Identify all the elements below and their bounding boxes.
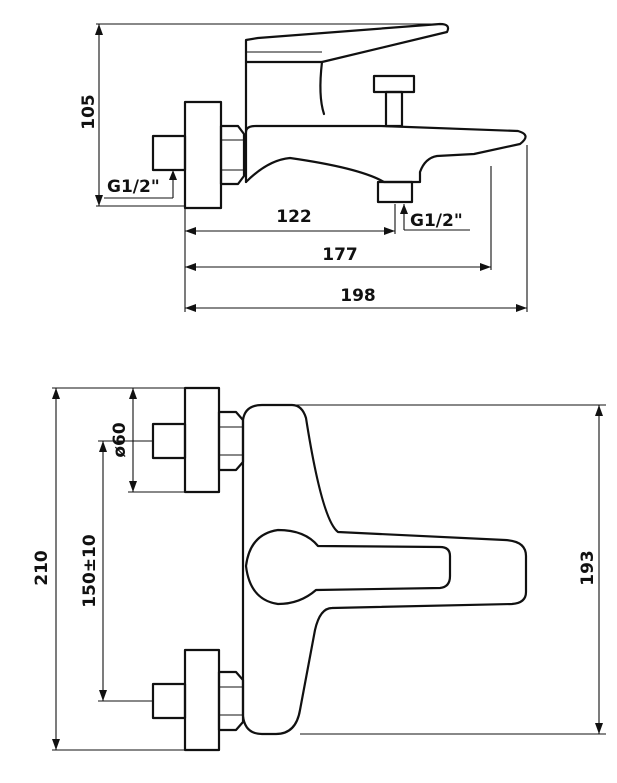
- side-inlet-stub: [151, 134, 187, 172]
- top-lever-handle: [244, 528, 452, 606]
- dim-150-label: 150±10: [80, 534, 100, 608]
- dim-210-label: 210: [32, 550, 52, 586]
- top-view: 210 ø60 150±10 193: [32, 386, 606, 752]
- side-wall-plate: [183, 100, 223, 210]
- dim-122-label: 122: [276, 207, 312, 227]
- dim-177-label: 177: [322, 245, 358, 265]
- top-lower-inlet-stub: [151, 682, 187, 720]
- dim-193-label: 193: [578, 550, 598, 586]
- top-body-outline: [241, 403, 528, 736]
- top-upper-nut: [217, 410, 245, 472]
- side-outlet: [376, 180, 414, 204]
- side-lever: [244, 22, 450, 64]
- top-upper-inlet-stub: [151, 422, 187, 460]
- side-diverter-knob: [372, 74, 416, 94]
- dim-height-label: 105: [79, 94, 99, 130]
- dim-o60-label: ø60: [110, 422, 130, 458]
- side-diverter-stem: [384, 90, 404, 128]
- side-nut: [219, 124, 246, 186]
- inlet-thread-label: G1/2": [107, 177, 160, 197]
- dim-198-label: 198: [340, 286, 376, 306]
- top-lower-nut: [217, 670, 245, 732]
- outlet-thread-label: G1/2": [410, 211, 463, 231]
- side-view: 105 G1/2" G1/2" 122 177 198: [79, 22, 528, 312]
- side-spout: [244, 124, 527, 184]
- side-body-right: [319, 60, 326, 116]
- top-upper-wall-plate: [183, 386, 221, 494]
- top-lower-wall-plate: [183, 648, 221, 752]
